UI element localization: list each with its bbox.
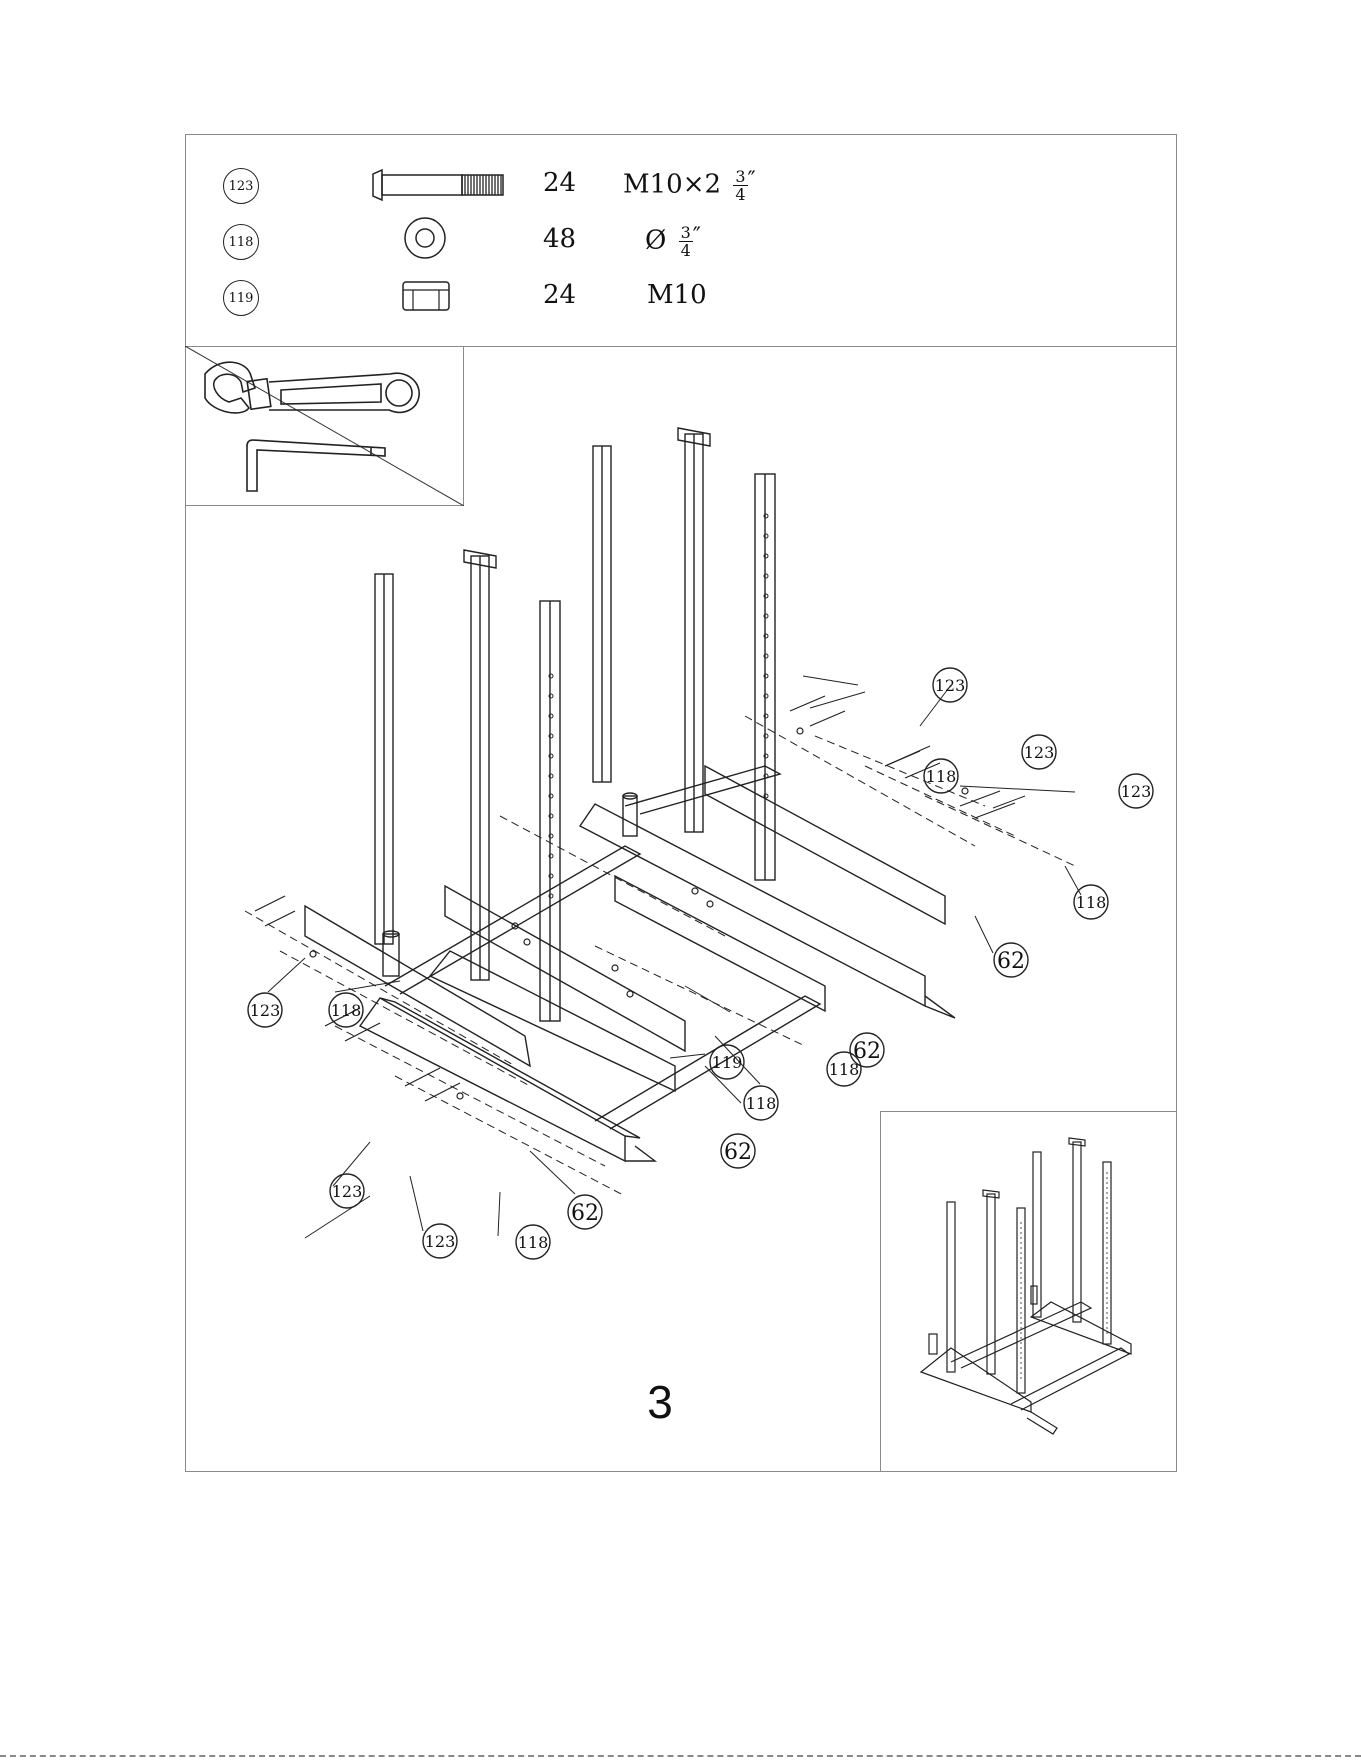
side-frame bbox=[305, 766, 945, 1066]
assembled-view-diagram bbox=[881, 1112, 1178, 1473]
quantity: 24 bbox=[543, 280, 576, 310]
part-callout: 118 bbox=[223, 224, 259, 260]
callout-label: 123 bbox=[425, 1232, 456, 1251]
step-number: 3 bbox=[620, 1375, 700, 1429]
callout-label: 118 bbox=[1076, 893, 1107, 912]
spec-denominator: 4 bbox=[733, 186, 747, 203]
callout-label: 118 bbox=[746, 1094, 777, 1113]
spec: Ø 3 4 ″ bbox=[645, 224, 701, 259]
part-callout: 123 bbox=[223, 168, 259, 204]
washer-icon bbox=[285, 216, 505, 266]
spec: M10×2 3 4 ″ bbox=[623, 168, 756, 203]
upright-post bbox=[947, 1202, 955, 1372]
callout-label: 119 bbox=[712, 1053, 743, 1072]
callout-label: 62 bbox=[571, 1201, 599, 1226]
spec: M10 bbox=[647, 280, 707, 310]
callout-label: 62 bbox=[997, 949, 1025, 974]
fastener-group bbox=[255, 696, 1015, 1101]
spec-fraction: 3 4 bbox=[679, 224, 693, 259]
hardware-row: 119 24 M10 bbox=[185, 272, 1177, 322]
bolt-icon bbox=[285, 160, 505, 210]
assembled-view-panel bbox=[880, 1111, 1177, 1472]
quantity: 24 bbox=[543, 168, 576, 198]
callout-label: 123 bbox=[1024, 743, 1055, 762]
hardware-row: 123 24 M10×2 3 4 ″ bbox=[185, 160, 1177, 210]
quantity: 48 bbox=[543, 224, 576, 254]
callout-label: 123 bbox=[332, 1182, 363, 1201]
upright-post bbox=[1017, 1208, 1025, 1393]
callout-label: 123 bbox=[935, 676, 966, 695]
spec-numerator: 3 bbox=[733, 168, 747, 186]
weight-horn bbox=[383, 793, 637, 976]
part-callout: 119 bbox=[223, 280, 259, 316]
spec-unit: ″ bbox=[748, 168, 756, 193]
callout-label: 118 bbox=[829, 1060, 860, 1079]
callout-label: 62 bbox=[724, 1140, 752, 1165]
spec-fraction: 3 4 bbox=[733, 168, 747, 203]
upright-post bbox=[987, 1194, 995, 1374]
callout-label: 123 bbox=[250, 1001, 281, 1020]
spec-denominator: 4 bbox=[679, 242, 693, 259]
hardware-row: 118 48 Ø 3 4 ″ bbox=[185, 216, 1177, 266]
page-cut-line bbox=[0, 1755, 1361, 1757]
callout-label: 123 bbox=[1121, 782, 1152, 801]
spec-unit: ″ bbox=[693, 224, 701, 249]
upright-post bbox=[1073, 1142, 1081, 1322]
hardware-panel: 123 24 M10×2 3 4 ″ 118 bbox=[185, 134, 1177, 347]
spec-size: M10×2 bbox=[623, 170, 721, 200]
spec-size: Ø bbox=[645, 226, 666, 256]
base-frame bbox=[360, 766, 955, 1161]
callout-label: 118 bbox=[518, 1233, 549, 1252]
upright-posts bbox=[375, 428, 775, 1021]
nut-icon bbox=[285, 272, 505, 322]
callout-label: 118 bbox=[331, 1001, 362, 1020]
post-holes bbox=[549, 514, 768, 898]
spec-numerator: 3 bbox=[679, 224, 693, 242]
callout-label: 118 bbox=[926, 767, 957, 786]
